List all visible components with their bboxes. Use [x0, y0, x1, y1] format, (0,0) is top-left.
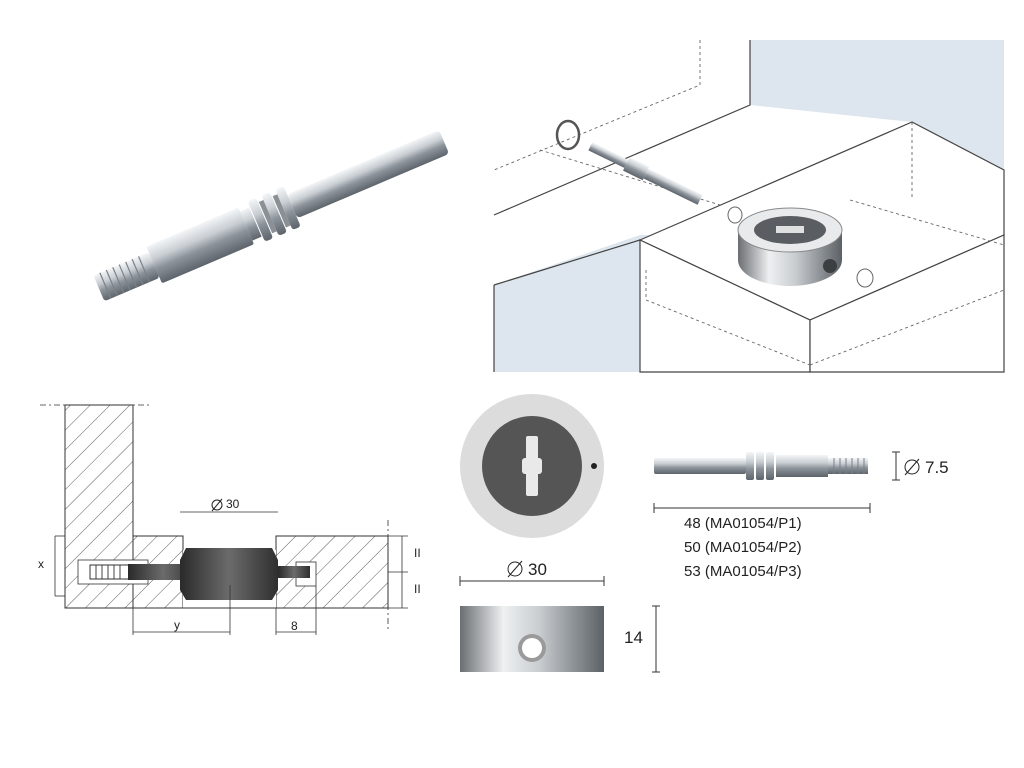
- section-dia-label: 30: [226, 497, 240, 511]
- bolt-length-p3: 53 (MA01054/P3): [684, 563, 802, 580]
- bolt-length-p1: 48 (MA01054/P1): [684, 515, 802, 532]
- cam-side-view: [460, 605, 660, 673]
- pin-mark-lower: II: [414, 582, 421, 596]
- dim-x-label: x: [38, 557, 44, 571]
- pin-mark-upper: II: [414, 546, 421, 560]
- assembly-illustration: [493, 40, 1005, 373]
- dim-8-label: 8: [291, 619, 298, 633]
- cam-dia-label: 30: [528, 560, 547, 579]
- cam-top-view: [459, 394, 605, 586]
- section-drawing: [40, 404, 408, 635]
- bolt-side-view: [653, 451, 900, 513]
- cam-height-label: 14: [624, 628, 643, 647]
- bolt-dia-label: 7.5: [925, 458, 949, 477]
- dim-y-label: y: [174, 618, 180, 632]
- diameter-symbol: [211, 458, 920, 578]
- connector-bolt-photo: [94, 131, 448, 301]
- bolt-length-p2: 50 (MA01054/P2): [684, 539, 802, 556]
